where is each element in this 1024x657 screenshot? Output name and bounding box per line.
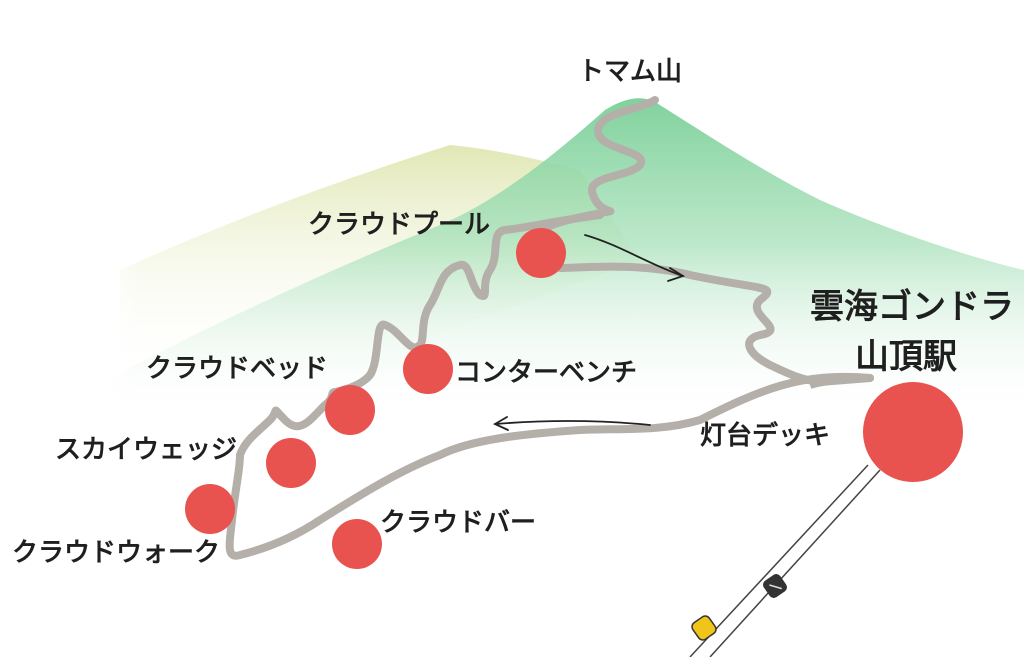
marker-contour-bench[interactable] [403,344,453,394]
marker-sky-wedge[interactable] [266,438,316,488]
gondola-cabin-icon [763,574,787,598]
marker-cloud-pool[interactable] [516,228,566,278]
marker-cloud-walk[interactable] [185,484,235,534]
gondola-cable-left [689,464,869,657]
gondola-cable-right [709,469,881,657]
label-summit: トマム山 [578,57,682,87]
marker-gondola-station[interactable] [863,382,963,482]
label-cloud-walk: クラウドウォーク [12,538,220,568]
label-contour-bench: コンターベンチ [455,358,637,388]
label-station-line1: 雲海ゴンドラ [810,287,1014,327]
label-cloud-bed: クラウドベッド [146,354,328,384]
mountain-slope [110,98,1024,421]
label-lighthouse-deck: 灯台デッキ [700,420,830,451]
trail-lower-loop [225,372,874,560]
arrow-icon [493,416,651,431]
gondola-cabin-icon [691,615,717,641]
label-station-line2: 山頂駅 [855,337,957,377]
trail-upper-branch [331,211,604,396]
arrow-icon [584,234,686,282]
marker-cloud-bed[interactable] [325,385,375,435]
label-sky-wedge: スカイウェッジ [55,435,237,465]
label-cloud-bar: クラウドバー [380,508,536,538]
marker-cloud-bar[interactable] [332,519,382,569]
label-cloud-pool: クラウドプール [308,210,490,240]
